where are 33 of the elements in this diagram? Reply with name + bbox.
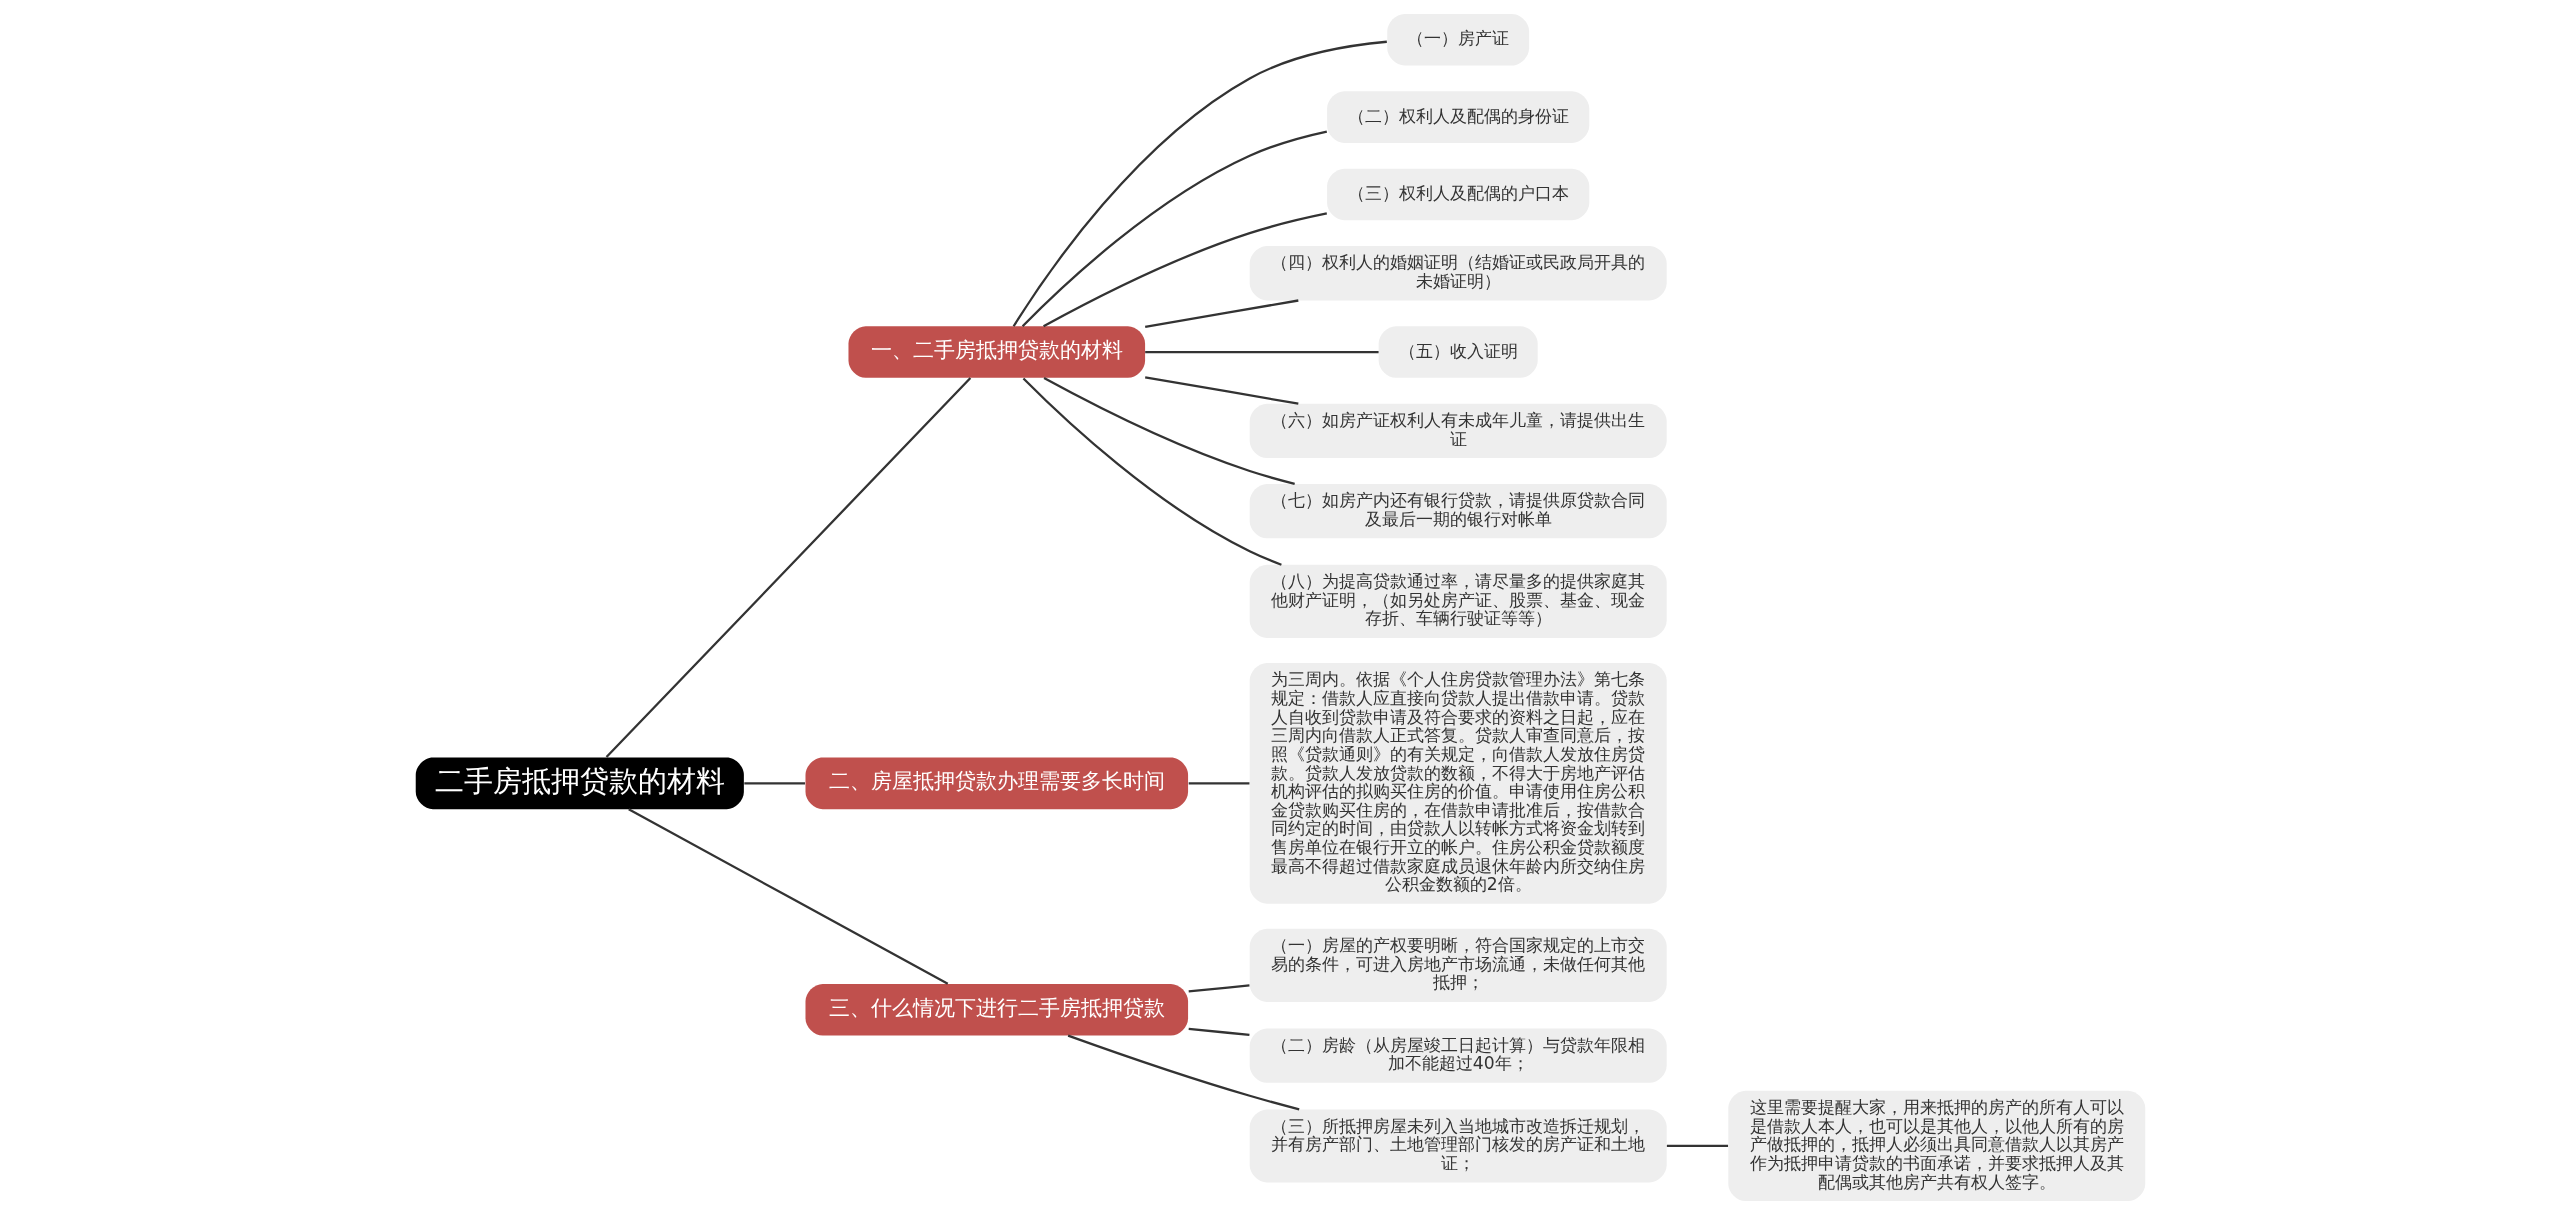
node-box: （一）房屋的产权要明晰，符合国家规定的上市交易的条件，可进入房地产市场流通，未做任何其他抵押；	[1249, 928, 1667, 1002]
node-box: （一）房产证	[1386, 13, 1529, 66]
node-box: （四）权利人的婚姻证明（结婚证或民政局开具的未婚证明）	[1249, 246, 1667, 301]
connector	[1021, 130, 1327, 328]
connector	[627, 808, 948, 985]
node-box: 为三周内。依据《个人住房贷款管理办法》第七条规定：借款人应直接向贷款人提出借款申请。贷款人自收到贷款申请及符合要求的资料之日起，应在三周内向借款人正式答复。贷款人审查同意后，按照《贷款通则》的有关规定，向借款人发放住房贷款。贷款人发放贷款的数额，不得大于房地产评估机构评估的拟购买住房的价值。申请使用住房公积金贷款购买住房的，在借款申请批准后，按借款合同约定的时间，由贷款人以转帐方式将资金划转到售房单位在银行开立的帐户。住房公积金贷款额度最高不得超过借款家庭成员退休年龄内所交纳住房公积金数额的2倍。	[1249, 663, 1667, 904]
node-box: 一、二手房抵押贷款的材料	[847, 326, 1145, 378]
node-box: （二）权利人及配偶的身份证	[1326, 91, 1589, 143]
connector	[605, 377, 971, 758]
node-box: 这里需要提醒大家，用来抵押的房产的所有人可以是借款人本人，也可以是其他人，以他人所有的房产做抵押的，抵押人必须出具同意借款人以其房产作为抵押申请贷款的书面承诺，并要求抵押人及其配偶或其他房产共有权人签字。	[1727, 1090, 2145, 1202]
node-box: （三）所抵押房屋未列入当地城市改造拆迁规划，并有房产部门、土地管理部门核发的房产证和土地证；	[1249, 1109, 1667, 1183]
connector	[1067, 1034, 1299, 1111]
node-box: （八）为提高贷款通过率，请尽量多的提供家庭其他财产证明，（如另处房产证、股票、基金、现金存折、车辆行驶证等等）	[1249, 564, 1667, 638]
connector	[1144, 299, 1299, 328]
node-box: 二手房抵押贷款的材料	[415, 757, 744, 810]
node-box: （三）权利人及配偶的户口本	[1326, 168, 1589, 221]
connector	[743, 782, 805, 785]
connector	[1666, 1144, 1728, 1148]
connector	[1188, 984, 1250, 993]
node-box: （七）如房产内还有银行贷款，请提供原贷款合同及最后一期的银行对帐单	[1249, 483, 1667, 539]
connector	[1144, 376, 1299, 405]
connector	[1022, 377, 1282, 566]
node-box: 二、房屋抵押贷款办理需要多长时间	[805, 757, 1188, 810]
connector	[1043, 377, 1295, 485]
connector	[1144, 350, 1379, 354]
node-box: 三、什么情况下进行二手房抵押贷款	[805, 984, 1188, 1036]
connector	[1188, 782, 1249, 785]
connector	[1042, 212, 1327, 328]
node-box: （五）收入证明	[1378, 326, 1538, 378]
connector	[1188, 1027, 1250, 1037]
connector	[1012, 40, 1387, 327]
node-box: （六）如房产证权利人有未成年儿童，请提供出生证	[1249, 403, 1667, 459]
node-box: （二）房龄（从房屋竣工日起计算）与贷款年限相加不能超过40年；	[1249, 1028, 1667, 1083]
